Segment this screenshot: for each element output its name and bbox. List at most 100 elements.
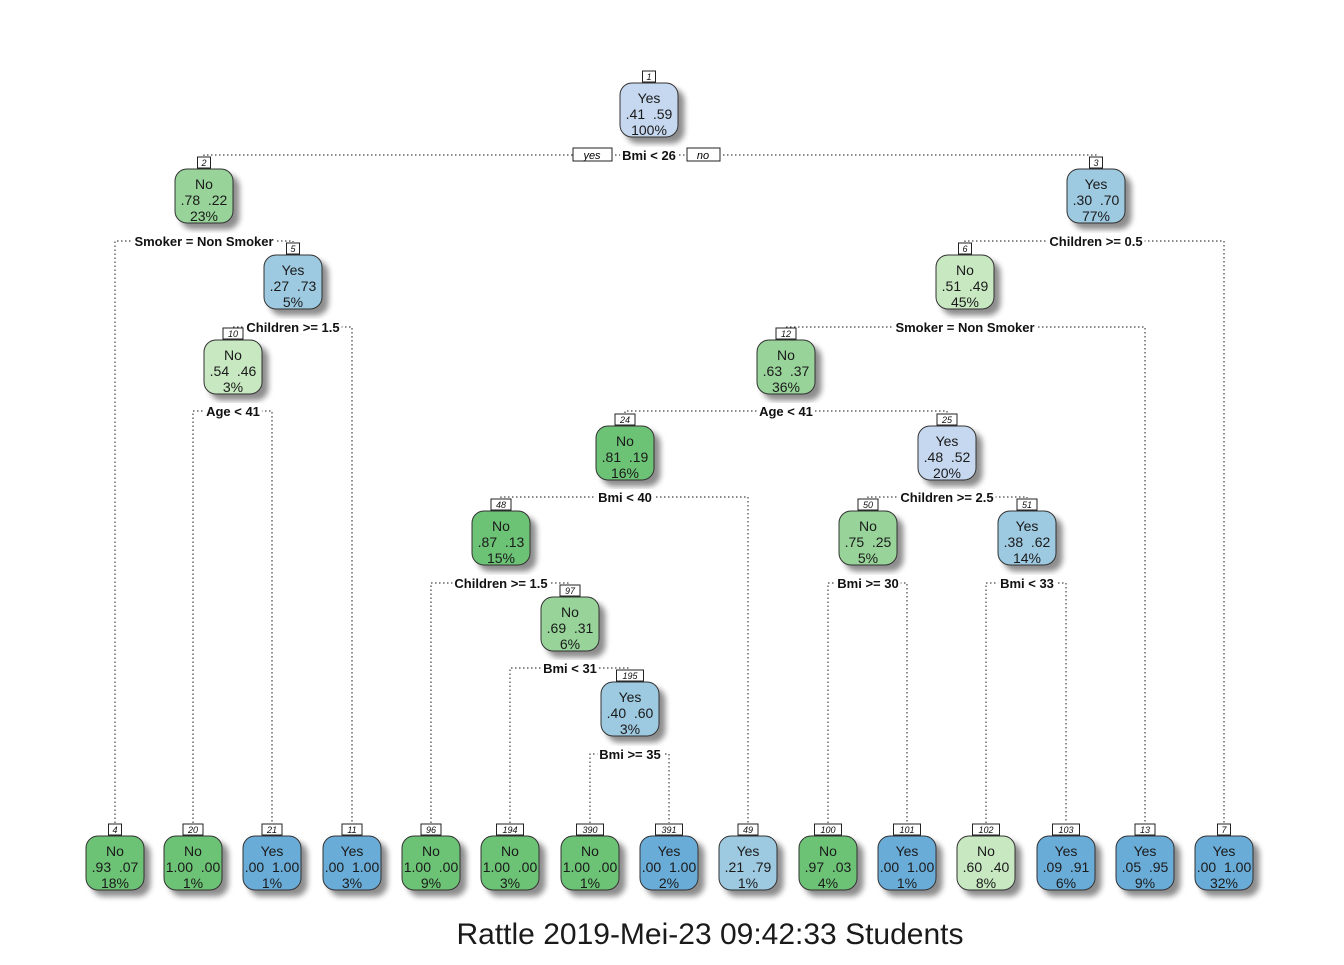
node-probs: .93 .07: [92, 859, 139, 875]
node-probs: .27 .73: [270, 278, 317, 294]
node-probs: .51 .49: [942, 278, 989, 294]
split-label-bg: [1047, 233, 1145, 250]
node-percent: 1%: [183, 875, 203, 891]
split-label-50: Bmi >= 30: [837, 576, 898, 591]
node-probs: .00 1.00: [245, 859, 300, 875]
node-id: 195: [622, 671, 638, 681]
node-class: No: [859, 518, 877, 534]
node-percent: 45%: [951, 294, 979, 310]
node-probs: .21 .79: [725, 859, 772, 875]
node-class: Yes: [1055, 843, 1078, 859]
node-probs: .81 .19: [602, 449, 649, 465]
node-percent: 1%: [262, 875, 282, 891]
node-id: 101: [899, 825, 914, 835]
edge-195: [589, 753, 670, 823]
node-id: 13: [1140, 825, 1150, 835]
node-class: Yes: [282, 262, 305, 278]
node-id-box: [559, 584, 581, 597]
edge-10: [192, 410, 273, 823]
node-id-box: [1016, 498, 1038, 511]
split-label-5: Children >= 1.5: [246, 320, 339, 335]
node-box: [242, 835, 302, 891]
split-label-bg: [835, 575, 901, 592]
node-id-box: [261, 823, 283, 836]
node-percent: 4%: [818, 875, 838, 891]
node-box: [718, 835, 778, 891]
node-probs: .97 .03: [805, 859, 852, 875]
node-id-box: [642, 70, 656, 83]
node-box: [263, 254, 323, 310]
node-class: No: [184, 843, 202, 859]
node-probs: .00 1.00: [1197, 859, 1252, 875]
no-branch-label: no: [697, 150, 709, 162]
node-id-box: [182, 823, 204, 836]
node-id-box: [496, 823, 524, 836]
node-percent: 3%: [342, 875, 362, 891]
node-percent: 1%: [738, 875, 758, 891]
split-label-2: Smoker = Non Smoker: [134, 234, 273, 249]
node-class: No: [977, 843, 995, 859]
node-id: 12: [781, 329, 791, 339]
node-percent: 9%: [1135, 875, 1155, 891]
node-id: 50: [863, 500, 873, 510]
yes-branch-label: yes: [582, 150, 601, 162]
node-id: 10: [228, 329, 238, 339]
node-id: 21: [266, 825, 277, 835]
node-class: Yes: [658, 843, 681, 859]
node-id: 103: [1058, 825, 1073, 835]
node-id-box: [197, 156, 211, 169]
node-probs: .05 .95: [1122, 859, 1169, 875]
node-probs: .69 .31: [547, 620, 594, 636]
node-id-box: [857, 498, 879, 511]
node-id-box: [616, 669, 644, 682]
node-percent: 6%: [560, 636, 580, 652]
node-class: No: [777, 347, 795, 363]
node-class: No: [106, 843, 124, 859]
node-box: [595, 425, 655, 481]
no-branch-box: [686, 147, 721, 162]
node-box: [174, 168, 234, 224]
split-label-25: Children >= 2.5: [900, 490, 993, 505]
node-class: No: [616, 433, 634, 449]
node-box: [1194, 835, 1254, 891]
node-percent: 77%: [1082, 208, 1110, 224]
node-percent: 15%: [487, 550, 515, 566]
node-id-box: [1217, 823, 1231, 836]
node-class: Yes: [936, 433, 959, 449]
edge-5: [233, 326, 353, 823]
node-id-box: [108, 823, 122, 836]
edge-1: [203, 154, 1097, 156]
node-box: [935, 254, 995, 310]
node-box: [798, 835, 858, 891]
node-id: 100: [820, 825, 835, 835]
plot-caption: Rattle 2019-Mei-23 09:42:33 Students: [456, 918, 964, 951]
yes-branch-box: [572, 147, 613, 162]
split-label-97: Bmi < 31: [543, 661, 597, 676]
node-id-box: [775, 327, 797, 340]
node-probs: .75 .25: [845, 534, 892, 550]
node-box: [1066, 168, 1126, 224]
node-probs: .40 .60: [607, 705, 654, 721]
node-percent: 36%: [772, 379, 800, 395]
node-id-box: [222, 327, 244, 340]
node-percent: 3%: [620, 721, 640, 737]
node-id: 48: [496, 500, 506, 510]
node-id: 391: [661, 825, 676, 835]
split-label-3: Children >= 0.5: [1049, 234, 1142, 249]
node-box: [560, 835, 620, 891]
node-class: Yes: [638, 90, 661, 106]
node-probs: 1.00 .00: [404, 859, 459, 875]
node-class: Yes: [737, 843, 760, 859]
node-id: 51: [1022, 500, 1032, 510]
node-probs: .54 .46: [210, 363, 257, 379]
branch-labels-layer: yes no: [572, 147, 721, 162]
